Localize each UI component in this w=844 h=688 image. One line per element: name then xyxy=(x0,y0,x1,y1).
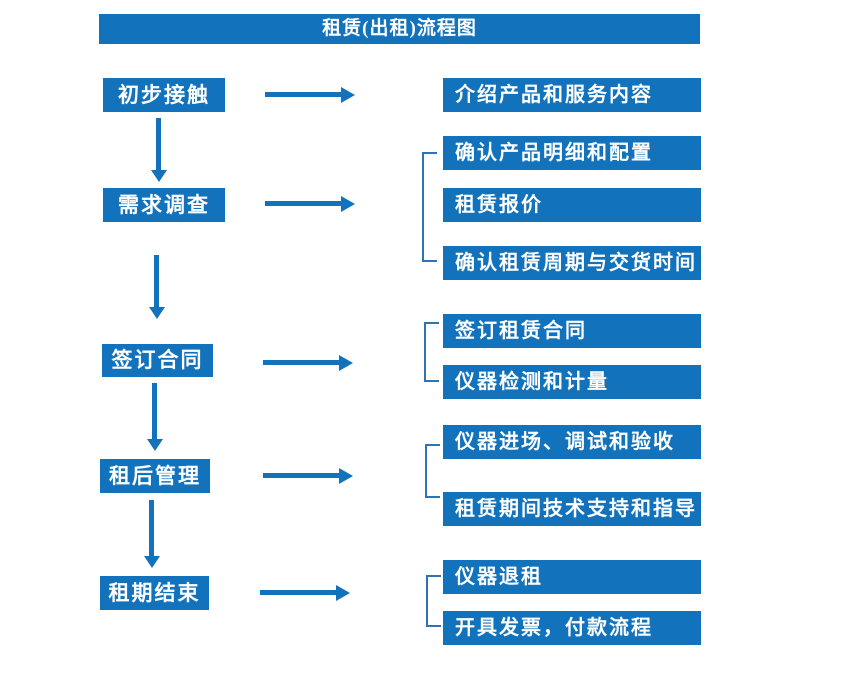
arrow-right-icon xyxy=(260,585,350,601)
output-box-introduce-products: 介绍产品和服务内容 xyxy=(443,78,701,112)
step-box-rental-end: 租期结束 xyxy=(100,576,209,610)
step-box-post-rental-management: 租后管理 xyxy=(100,459,210,493)
arrow-down-icon xyxy=(149,255,165,319)
group-bracket xyxy=(426,575,441,627)
step-box-sign-contract: 签订合同 xyxy=(102,344,213,377)
group-bracket xyxy=(424,322,439,382)
arrow-down-icon xyxy=(151,118,167,182)
output-box-rental-quotation: 租赁报价 xyxy=(443,188,701,222)
group-bracket xyxy=(422,152,437,262)
step-box-initial-contact: 初步接触 xyxy=(103,78,225,112)
arrow-right-icon xyxy=(263,355,353,371)
arrow-right-icon xyxy=(265,87,355,103)
flowchart-title: 租赁(出租)流程图 xyxy=(99,14,700,44)
arrow-right-icon xyxy=(263,468,353,484)
output-box-technical-support: 租赁期间技术支持和指导 xyxy=(443,492,701,526)
output-box-confirm-product-details: 确认产品明细和配置 xyxy=(443,136,701,170)
output-box-instrument-testing: 仪器检测和计量 xyxy=(443,365,701,399)
arrow-down-icon xyxy=(144,500,160,568)
output-box-invoice-payment: 开具发票，付款流程 xyxy=(443,611,701,645)
group-bracket xyxy=(425,444,440,498)
output-box-sign-rental-contract: 签订租赁合同 xyxy=(443,314,701,348)
output-box-instrument-setup: 仪器进场、调试和验收 xyxy=(443,425,701,459)
output-box-confirm-rental-period: 确认租赁周期与交货时间 xyxy=(443,246,701,280)
output-box-instrument-return: 仪器退租 xyxy=(443,560,701,594)
arrow-right-icon xyxy=(265,196,355,212)
step-box-demand-survey: 需求调查 xyxy=(103,188,225,222)
arrow-down-icon xyxy=(147,383,163,451)
